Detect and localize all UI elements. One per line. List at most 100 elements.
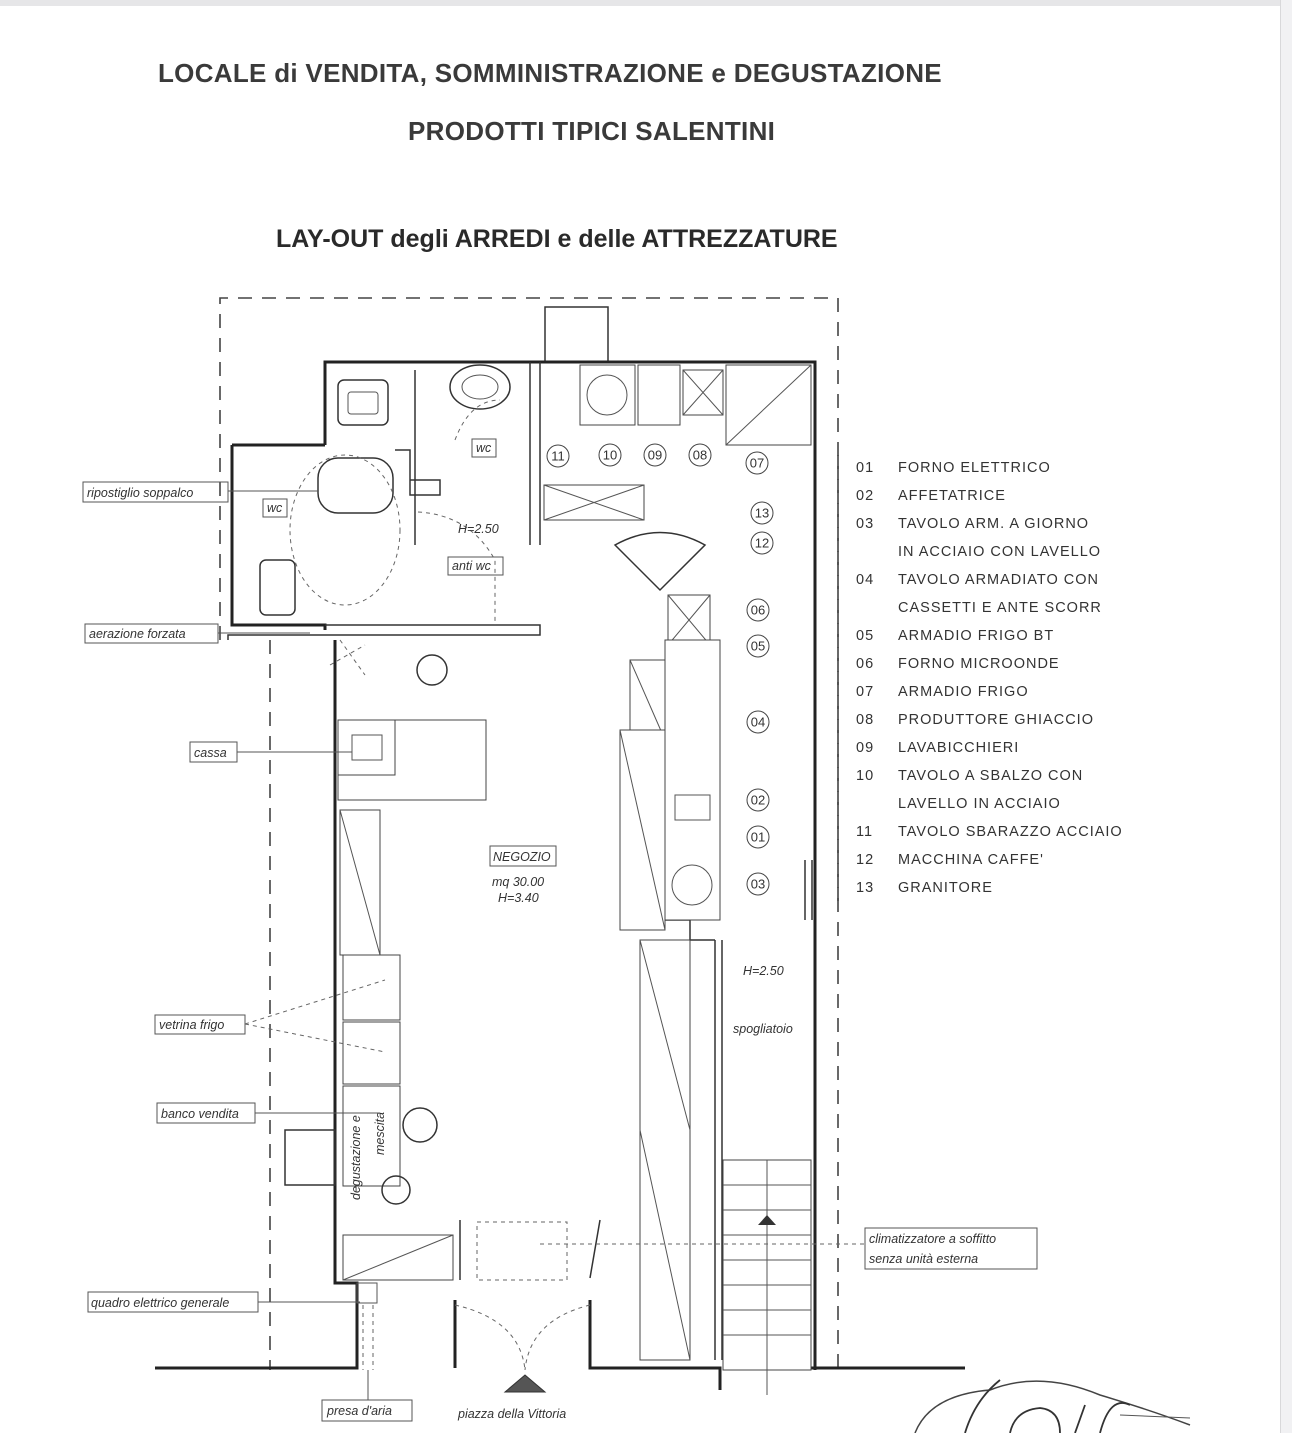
legend-item: 11 TAVOLO SBARAZZO ACCIAIO bbox=[856, 824, 1123, 840]
svg-text:04: 04 bbox=[751, 715, 765, 730]
legend-description: TAVOLO ARMADIATO CON bbox=[898, 572, 1099, 588]
legend-description: TAVOLO SBARAZZO ACCIAIO bbox=[898, 824, 1123, 840]
plan-subtitle: LAY-OUT degli ARREDI e delle ATTREZZATUR… bbox=[276, 225, 838, 253]
legend-description: LAVELLO IN ACCIAIO bbox=[898, 796, 1061, 812]
callout-cassa: cassa bbox=[194, 746, 227, 760]
marker-04: 04 bbox=[746, 710, 770, 734]
callout-vetrina: vetrina frigo bbox=[159, 1018, 224, 1032]
callout-clima-2: senza unità esterna bbox=[869, 1252, 978, 1266]
walls bbox=[155, 306, 965, 1390]
marker-06: 06 bbox=[746, 598, 770, 622]
svg-text:09: 09 bbox=[648, 448, 662, 463]
svg-text:08: 08 bbox=[693, 448, 707, 463]
marker-07: 07 bbox=[745, 451, 769, 475]
title-line-2: PRODOTTI TIPICI SALENTINI bbox=[408, 116, 775, 146]
legend-description: FORNO ELETTRICO bbox=[898, 460, 1051, 476]
legend-code: 13 bbox=[856, 880, 874, 896]
legend-code: 04 bbox=[856, 572, 874, 588]
callout-clima-1: climatizzatore a soffitto bbox=[869, 1232, 996, 1246]
legend-code: 05 bbox=[856, 628, 874, 644]
negozio-area: mq 30.00 bbox=[492, 875, 544, 889]
room-labels: wc wc H=2.50 anti wc NEGOZIO mq 30.00 H=… bbox=[262, 438, 793, 1200]
legend-code: 08 bbox=[856, 712, 874, 728]
svg-text:12: 12 bbox=[755, 536, 769, 551]
marker-09: 09 bbox=[643, 443, 667, 467]
title-line-1: LOCALE di VENDITA, SOMMINISTRAZIONE e DE… bbox=[158, 58, 942, 88]
legend-code: 10 bbox=[856, 768, 874, 784]
legend-description: AFFETATRICE bbox=[898, 488, 1006, 504]
equipment-markers: 11 10 09 08 07 13 12 06 05 04 02 01 03 bbox=[546, 443, 774, 896]
marker-01: 01 bbox=[746, 825, 770, 849]
marker-02: 02 bbox=[746, 788, 770, 812]
marker-11: 11 bbox=[546, 444, 570, 468]
wc-label-1: wc bbox=[267, 501, 283, 515]
legend-description: MACCHINA CAFFE' bbox=[898, 852, 1044, 868]
legend-code: 06 bbox=[856, 656, 874, 672]
marker-13: 13 bbox=[750, 501, 774, 525]
svg-text:01: 01 bbox=[751, 830, 765, 845]
legend-description: ARMADIO FRIGO BT bbox=[898, 628, 1054, 644]
legend-item: 07 ARMADIO FRIGO bbox=[856, 684, 1029, 700]
svg-text:11: 11 bbox=[551, 449, 565, 464]
legend-description: LAVABICCHIERI bbox=[898, 740, 1019, 756]
legend-item: 13 GRANITORE bbox=[856, 880, 993, 896]
spogliatoio-height: H=2.50 bbox=[743, 964, 784, 978]
legend-item: 04 TAVOLO ARMADIATO CON CASSETTI E ANTE SC… bbox=[856, 572, 1102, 616]
marker-03: 03 bbox=[746, 872, 770, 896]
legend-code: 03 bbox=[856, 516, 874, 532]
legend-code: 11 bbox=[856, 824, 873, 840]
marker-10: 10 bbox=[598, 443, 622, 467]
signature-stamp bbox=[914, 1379, 1191, 1433]
legend-code: 02 bbox=[856, 488, 874, 504]
legend-item: 06 FORNO MICROONDE bbox=[856, 656, 1060, 672]
negozio-height: H=3.40 bbox=[498, 891, 539, 905]
legend-item: 01 FORNO ELETTRICO bbox=[856, 460, 1051, 476]
legend-description: IN ACCIAIO CON LAVELLO bbox=[898, 544, 1101, 560]
marker-08: 08 bbox=[688, 443, 712, 467]
legend-description: CASSETTI E ANTE SCORR bbox=[898, 600, 1102, 616]
callouts: ripostiglio soppalco aerazione forzata c… bbox=[82, 481, 1038, 1422]
legend-description: TAVOLO A SBALZO CON bbox=[898, 768, 1083, 784]
legend-item: 12 MACCHINA CAFFE' bbox=[856, 852, 1044, 868]
degustazione-label: degustazione e bbox=[349, 1115, 363, 1200]
wc-label-2: wc bbox=[476, 441, 492, 455]
callout-presa: presa d'aria bbox=[326, 1404, 392, 1418]
marker-05: 05 bbox=[746, 634, 770, 658]
legend-code: 01 bbox=[856, 460, 874, 476]
antiwc-label: anti wc bbox=[452, 559, 492, 573]
callout-banco: banco vendita bbox=[161, 1107, 239, 1121]
callout-ripostiglio: ripostiglio soppalco bbox=[87, 486, 193, 500]
svg-text:06: 06 bbox=[751, 603, 765, 618]
negozio-label: NEGOZIO bbox=[493, 850, 551, 864]
legend-code: 12 bbox=[856, 852, 874, 868]
spogliatoio-label: spogliatoio bbox=[733, 1022, 793, 1036]
page-edge bbox=[1280, 0, 1292, 1433]
legend-code: 09 bbox=[856, 740, 874, 756]
svg-text:02: 02 bbox=[751, 793, 765, 808]
legend-code: 07 bbox=[856, 684, 874, 700]
legend-description: PRODUTTORE GHIACCIO bbox=[898, 712, 1094, 728]
legend-item: 05 ARMADIO FRIGO BT bbox=[856, 628, 1054, 644]
legend-description: GRANITORE bbox=[898, 880, 993, 896]
svg-text:05: 05 bbox=[751, 639, 765, 654]
svg-text:07: 07 bbox=[750, 456, 764, 471]
legend-description: TAVOLO ARM. A GIORNO bbox=[898, 516, 1089, 532]
antiwc-height: H=2.50 bbox=[458, 522, 499, 536]
marker-12: 12 bbox=[750, 531, 774, 555]
svg-text:10: 10 bbox=[603, 448, 617, 463]
svg-text:13: 13 bbox=[755, 506, 769, 521]
legend-item: 08 PRODUTTORE GHIACCIO bbox=[856, 712, 1094, 728]
mescita-label: mescita bbox=[373, 1112, 387, 1155]
property-boundary bbox=[219, 297, 839, 1370]
equipment-blocks bbox=[284, 364, 812, 1395]
callout-aerazione: aerazione forzata bbox=[89, 627, 186, 641]
callout-piazza: piazza della Vittoria bbox=[457, 1407, 566, 1421]
legend-item: 10 TAVOLO A SBALZO CON LAVELLO IN ACCIAIO bbox=[856, 768, 1083, 812]
legend-description: FORNO MICROONDE bbox=[898, 656, 1060, 672]
legend-item: 09 LAVABICCHIERI bbox=[856, 740, 1019, 756]
bathroom-fixtures bbox=[259, 364, 511, 625]
legend-description: ARMADIO FRIGO bbox=[898, 684, 1029, 700]
